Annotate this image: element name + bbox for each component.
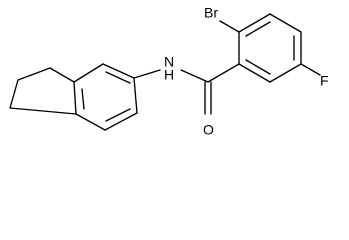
carbonyl-oxygen-label: O [203, 122, 214, 138]
bond-c2-c3 [17, 67, 51, 81]
bond-c1-c2 [9, 79, 19, 109]
bond-carbonyl-ring [207, 63, 240, 83]
fluorine-label: F [320, 73, 329, 89]
bond-network [9, 13, 321, 131]
bond-c7a-c1 [9, 107, 77, 115]
atom-labels: Br N H F O [164, 5, 329, 138]
bond-c3-c3a [49, 67, 75, 83]
double-bond-c4-c5 [105, 71, 131, 84]
double-bond-c6-c7 [105, 108, 131, 122]
bond-n-carbonyl [180, 69, 209, 83]
bromine-label: Br [204, 5, 218, 21]
bond-ring-fluorine [300, 63, 321, 76]
amide-hydrogen-label: H [164, 67, 174, 83]
bond-ring-c3-c4 [269, 13, 302, 33]
bond-c3a-c4 [73, 63, 104, 83]
bond-c6-c7 [104, 112, 138, 131]
bond-c5-c6 [133, 77, 138, 114]
bond-ring-c2-c3 [238, 13, 271, 33]
bond-ring-c6-c1 [238, 63, 271, 83]
bond-ring-bromine [219, 20, 240, 33]
double-bond-ring-c6-c1 [245, 59, 271, 75]
double-bond-ring-c2-c3 [245, 21, 271, 37]
bond-c4-c5 [102, 63, 135, 79]
bond-c5-n [133, 69, 161, 79]
double-bond-c3a-c7a [81, 88, 85, 110]
bond-ring-c5-c6 [269, 63, 302, 83]
bond-c3a-c7a [73, 81, 77, 115]
bond-c7-c7a [75, 113, 106, 131]
structure-canvas: Br N H F O [9, 4, 329, 138]
chemical-structure-diagram: Br N H F O [9, 5, 329, 138]
amide-nitrogen-label: N [164, 54, 174, 70]
